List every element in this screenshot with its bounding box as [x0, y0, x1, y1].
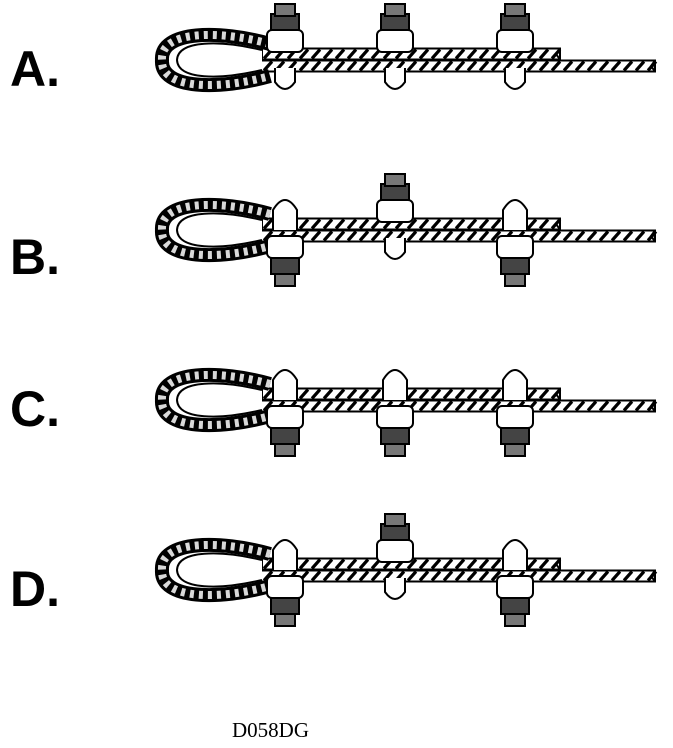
wire-rope-icon [249, 229, 658, 243]
option-b: B. [0, 170, 673, 290]
u-bolt-clip-icon [376, 513, 414, 600]
u-bolt-clip-icon [376, 369, 414, 457]
thimble-icon [155, 367, 272, 433]
u-bolt-clip-icon [376, 173, 414, 260]
rope-assembly-d [155, 513, 658, 627]
rope-assembly-c [155, 367, 658, 457]
thimble-icon [155, 197, 272, 263]
thimble-icon [155, 27, 272, 93]
rope-assembly-b [155, 173, 658, 287]
figure-code: D058DG [232, 718, 309, 742]
wire-rope-icon [249, 569, 658, 583]
u-bolt-clip-icon [496, 539, 534, 627]
u-bolt-clip-icon [266, 369, 304, 457]
option-b-label: B. [10, 229, 60, 285]
option-c-label: C. [10, 381, 60, 437]
option-a: A. [0, 0, 673, 120]
u-bolt-clip-icon [266, 3, 304, 90]
wire-rope-icon [249, 399, 658, 413]
option-c: C. [0, 340, 673, 460]
rope-assembly-a [155, 3, 658, 93]
wire-rope-icon [249, 59, 658, 73]
u-bolt-clip-icon [496, 369, 534, 457]
u-bolt-clip-icon [266, 199, 304, 287]
u-bolt-clip-icon [496, 199, 534, 287]
option-d-label: D. [10, 561, 60, 617]
option-d: D. [0, 510, 673, 630]
option-a-label: A. [10, 41, 60, 97]
thimble-icon [155, 537, 272, 603]
u-bolt-clip-icon [376, 3, 414, 90]
u-bolt-clip-icon [266, 539, 304, 627]
u-bolt-clip-icon [496, 3, 534, 90]
